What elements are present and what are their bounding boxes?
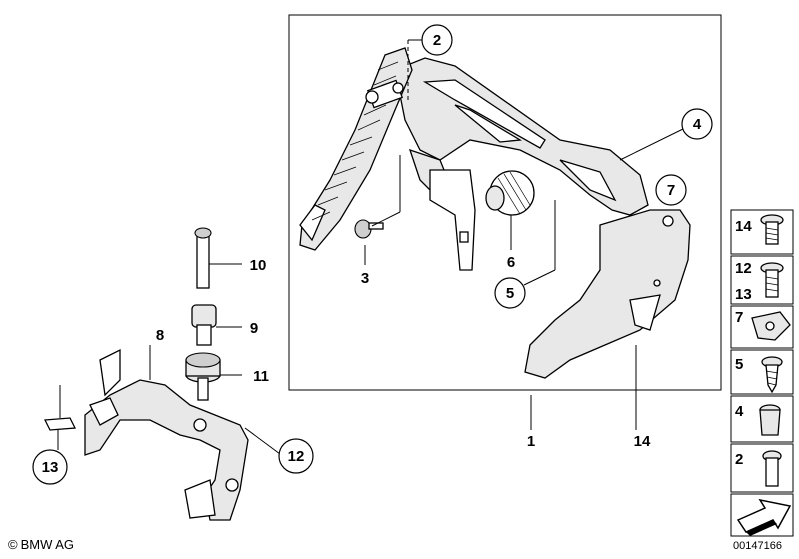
label-1: 1 [527, 433, 535, 450]
copyright-icon: © [8, 537, 18, 552]
arrow-icon [736, 498, 792, 536]
document-number: 00147166 [733, 540, 782, 552]
callout-2: 2 [421, 24, 453, 56]
screw-icon [760, 214, 784, 245]
main-assembly-frame [288, 14, 722, 391]
pedal-arm-right [524, 209, 691, 379]
leader-12 [244, 427, 281, 455]
label-11: 11 [253, 368, 269, 385]
clip-part-13 [43, 385, 77, 450]
panel-label-5: 5 [735, 356, 743, 373]
svg-text:4: 4 [693, 116, 702, 133]
pivot-mechanism [365, 79, 404, 109]
pin-part-3 [354, 219, 384, 239]
nut-icon [759, 404, 781, 436]
svg-text:12: 12 [288, 448, 305, 465]
panel-label-12: 12 [735, 260, 752, 277]
clip-nut-icon [751, 311, 791, 341]
panel-label-7: 7 [735, 309, 743, 326]
support-plate [429, 169, 476, 271]
grommet-part-11 [185, 352, 242, 401]
svg-text:2: 2 [433, 32, 441, 49]
label-3: 3 [361, 270, 369, 287]
tapping-screw-icon [761, 356, 783, 394]
label-8: 8 [156, 327, 164, 344]
bolt-icon [762, 450, 782, 487]
leader-lines [364, 39, 686, 430]
pedal-arm-left [299, 47, 413, 251]
copyright-notice: © BMW AG [8, 537, 74, 552]
damper-part-6 [485, 170, 535, 216]
callout-5: 5 [494, 277, 526, 309]
label-14: 14 [634, 433, 651, 450]
panel-label-2: 2 [735, 451, 743, 468]
callout-4: 4 [681, 108, 713, 140]
callout-7: 7 [655, 174, 687, 206]
bolt-part-10 [194, 227, 242, 289]
panel-label-14: 14 [735, 218, 752, 235]
panel-label-4: 4 [735, 403, 744, 420]
small-parts-panel: 14 12 13 7 5 4 2 [730, 209, 794, 537]
copyright-text: BMW AG [20, 537, 75, 552]
svg-text:5: 5 [506, 285, 514, 302]
label-6: 6 [507, 254, 515, 271]
svg-text:7: 7 [667, 182, 675, 199]
label-9: 9 [250, 320, 258, 337]
bracket-part-8 [84, 345, 249, 521]
bushing-part-9 [191, 304, 242, 346]
panel-label-13: 13 [735, 286, 752, 303]
callout-12: 12 [278, 438, 314, 474]
label-10: 10 [250, 257, 267, 274]
svg-text:13: 13 [42, 459, 59, 476]
screw-icon [760, 262, 784, 298]
callout-13: 13 [32, 449, 68, 485]
